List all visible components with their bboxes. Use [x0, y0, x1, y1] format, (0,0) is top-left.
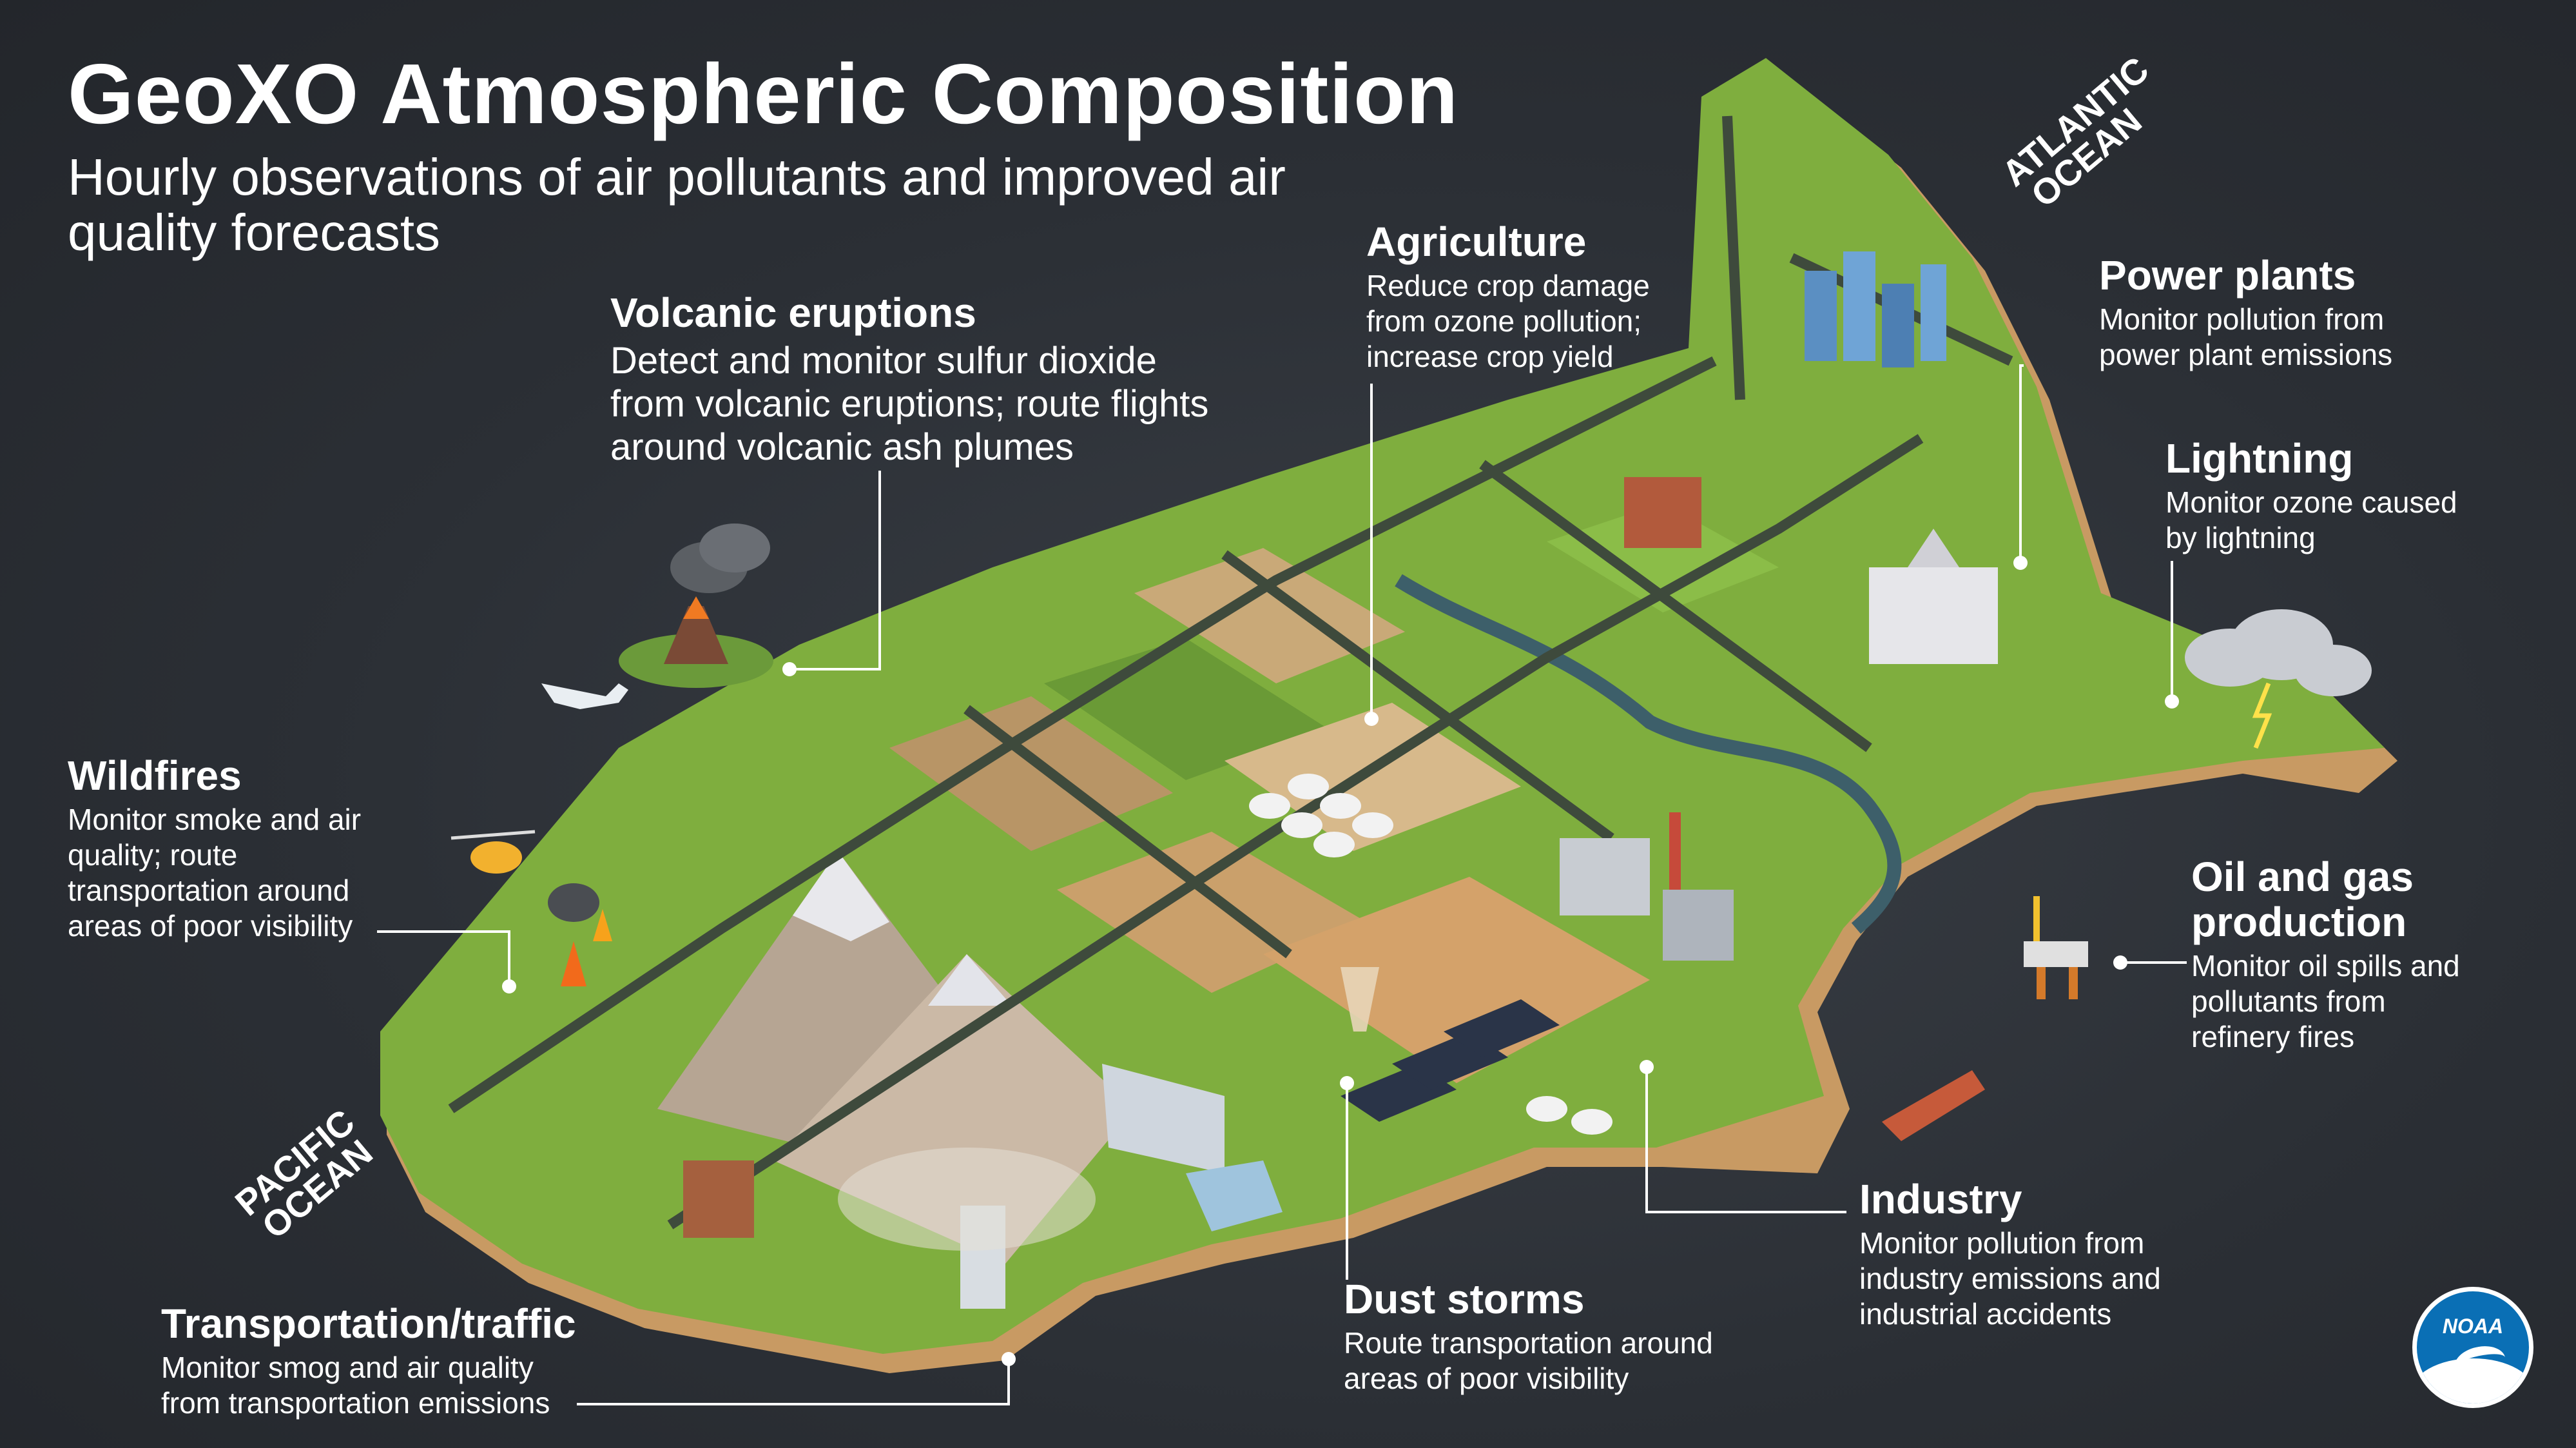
smog-cloud	[838, 1148, 1096, 1251]
mountain-snow	[793, 851, 889, 941]
callout-text: Detect and monitor sulfur dioxide from v…	[610, 340, 1209, 468]
power-plant-building	[1869, 529, 1998, 664]
callout-text: Monitor smog and air quality from transp…	[161, 1351, 550, 1420]
storm-clouds	[2185, 609, 2372, 749]
callout-title: Power plants	[2099, 252, 2356, 298]
callout-text: Monitor smoke and air quality; route tra…	[68, 803, 362, 943]
city-skyline	[1805, 251, 1946, 367]
callout-title: Volcanic eruptions	[610, 289, 976, 336]
callout-oil-and-gas: Oil and gas production Monitor oil spill…	[2191, 854, 2468, 1055]
noaa-logo: NOAA	[2412, 1287, 2533, 1408]
river	[1395, 574, 1902, 934]
callout-title: Wildfires	[68, 752, 242, 799]
callout-transportation: Transportation/traffic Monitor smog and …	[161, 1301, 586, 1421]
field-green-1	[1044, 638, 1328, 780]
callout-volcanic-eruptions: Volcanic eruptions Detect and monitor su…	[610, 290, 1223, 469]
helicopter	[450, 830, 536, 874]
callout-agriculture: Agriculture Reduce crop damage from ozon…	[1366, 219, 1669, 375]
volcano-island	[619, 523, 773, 688]
desert-dust	[1263, 877, 1650, 1083]
brick-building	[683, 1160, 754, 1238]
callout-title: Transportation/traffic	[161, 1300, 576, 1347]
airplane	[541, 683, 628, 709]
storage-tanks	[1249, 774, 1612, 1135]
callout-industry: Industry Monitor pollution from industry…	[1859, 1177, 2194, 1332]
callout-text: Monitor oil spills and pollutants from r…	[2191, 949, 2460, 1053]
callout-text: Reduce crop damage from ozone pollution;…	[1366, 269, 1650, 373]
industrial-complex	[1560, 812, 1734, 961]
callout-text: Route transportation around areas of poo…	[1344, 1326, 1713, 1395]
leader-dots	[502, 556, 2179, 1366]
callout-wildfires: Wildfires Monitor smoke and air quality;…	[68, 753, 403, 944]
callout-dust-storms: Dust storms Route transportation around …	[1344, 1277, 1756, 1396]
callout-title: Lightning	[2165, 435, 2354, 482]
callout-text: Monitor pollution from power plant emiss…	[2099, 302, 2393, 371]
callout-title: Agriculture	[1366, 219, 1587, 265]
landmass	[380, 58, 2397, 1373]
solar-panels	[1341, 999, 1560, 1122]
callout-text: Monitor ozone caused by lightning	[2165, 485, 2457, 554]
field-green-2	[1547, 503, 1779, 612]
callout-lightning: Lightning Monitor ozone caused by lightn…	[2165, 436, 2468, 556]
oil-rig	[2024, 896, 2088, 999]
callout-title: Industry	[1859, 1176, 2022, 1222]
reservoir	[1186, 1160, 1283, 1231]
brick-factory	[1624, 477, 1701, 548]
field-tan-3	[1225, 703, 1521, 851]
callout-power-plants: Power plants Monitor pollution from powe…	[2099, 253, 2434, 373]
callout-title: Dust storms	[1344, 1276, 1585, 1322]
noaa-logo-text: NOAA	[2442, 1315, 2504, 1338]
wildfire-flames	[548, 883, 612, 986]
page-title: GeoXO Atmospheric Composition	[68, 46, 1459, 141]
callout-text: Monitor pollution from industry emission…	[1859, 1226, 2161, 1331]
callout-title: Oil and gas production	[2191, 854, 2414, 945]
noaa-wave-icon	[2417, 1358, 2529, 1404]
page-subtitle: Hourly observations of air pollutants an…	[68, 148, 1286, 261]
dust-devil	[1341, 967, 1379, 1032]
leader-lines	[377, 364, 2187, 1405]
mountain-snow-2	[928, 954, 1012, 1006]
dam	[1102, 1064, 1225, 1173]
field-tan-1	[1134, 548, 1405, 683]
tanker-ship	[1882, 1070, 1985, 1141]
